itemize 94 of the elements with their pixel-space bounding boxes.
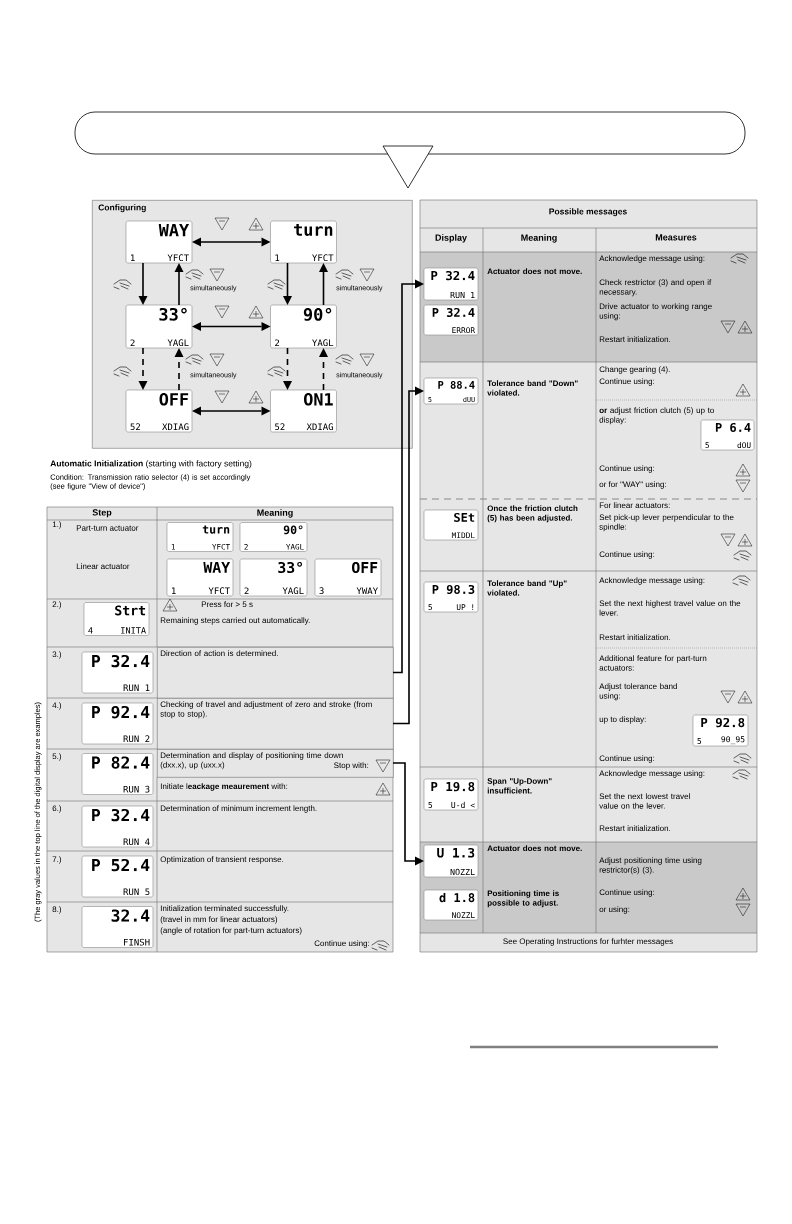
table-title: Possible messages (549, 208, 627, 217)
measure-text: or for "WAY" using: (599, 481, 666, 489)
arrow (174, 348, 184, 391)
lcd-display: WAY 1 YFCT (125, 220, 193, 264)
measure-text: Set the next highest travel value on the lever. (599, 600, 741, 616)
measure-text: Check restrictor (3) and open if necessary. (599, 279, 712, 297)
lcd-display: 32.4 FINSH (81, 906, 154, 948)
step-number: 4.) (52, 702, 62, 710)
measure-text: For linear actuators: (599, 502, 670, 509)
table-text: Remaining steps carried out automatically. (160, 617, 310, 625)
message-meaning: Actuator does not move. (487, 268, 582, 275)
measure-text: Acknowledge message using: (599, 255, 705, 263)
lcd-display: P 52.4 RUN 5 (81, 855, 154, 898)
lcd-display: 33° 2 YAGL (125, 304, 193, 349)
measure-text: Restart initialization. (599, 825, 671, 832)
arrow (392, 762, 424, 866)
lcd-display: P 32.4 RUN 1 (423, 267, 479, 301)
arrow (192, 237, 271, 247)
arrow (283, 262, 292, 305)
step-number: 2.) (52, 601, 62, 609)
lcd-display: P 19.8 5 U-d < (423, 778, 479, 811)
column-header: Measures (655, 234, 697, 241)
step-number: 5.) (52, 753, 62, 761)
lcd-display: ON1 52 XDIAG (270, 389, 337, 433)
measure-text: Set pick-up lever perpendicular to the spindle: (599, 514, 734, 532)
measure-text: Restart initialization. (599, 634, 671, 641)
table-text: Initialization terminated successfully. (160, 905, 289, 913)
measure-text: Drive actuator to working range using: (599, 303, 712, 321)
step-description: Checking of travel and adjustment of zero and stroke (from stop to stop). (157, 698, 394, 750)
message-meaning: Once the friction clutch (5) has been adjusted. (487, 505, 578, 523)
measure-text: Set the next lowest travel value on the lever. (599, 793, 690, 809)
lcd-display: turn 1 YFCT (270, 220, 337, 264)
column-header: Step (92, 509, 112, 518)
measure-text: Adjust positioning time using restrictor(s) (3). (599, 857, 702, 875)
arrow (138, 347, 148, 390)
arrow (319, 263, 328, 306)
arrow (392, 279, 424, 674)
measure-text: Additional feature for part-turn actuators: (599, 655, 707, 671)
message-meaning: Span "Up-Down" insufficient. (487, 778, 552, 794)
measure-text: Change gearing (4). (599, 366, 670, 374)
measure-text: Continue using: (599, 465, 655, 473)
step-number: 1.) (52, 521, 62, 529)
lcd-display: WAY 1 YFCT (166, 558, 234, 597)
lcd-display: Strt 4 INITA (83, 602, 150, 636)
table-text: Linear actuator (76, 563, 130, 570)
measure-text: Continue using: (599, 378, 655, 386)
step-number: 8.) (52, 906, 62, 914)
arrow (319, 348, 328, 391)
lcd-display: P 32.4 RUN 1 (81, 651, 154, 694)
message-meaning: Tolerance band "Down" violated. (487, 380, 578, 396)
table-text: Continue using: (314, 940, 370, 948)
arrow (192, 406, 271, 416)
measure-text: Restart initialization. (599, 336, 671, 343)
lcd-display: P 82.4 RUN 3 (81, 753, 154, 795)
step-description: Determination and display of positioning time down (dxx.x), up (uxx.x) Stop with: (157, 749, 394, 778)
measure-text: Continue using: (599, 755, 655, 763)
measure-text: Continue using: (599, 551, 655, 559)
lcd-display: P 32.4 RUN 4 (81, 805, 154, 848)
table-text: Part-turn actuator (76, 525, 139, 531)
arrow (192, 322, 271, 331)
step-description: Direction of action is determined. (157, 647, 394, 699)
column-header: Meaning (521, 234, 557, 243)
column-header: Meaning (257, 509, 293, 518)
measure-text: Acknowledge message using: (599, 577, 705, 585)
lcd-display: P 92.4 RUN 2 (81, 702, 154, 745)
arrow (174, 263, 184, 306)
table-text: Optimization of transient response. (160, 856, 284, 864)
step-number: 3.) (52, 651, 62, 659)
lcd-display: U 1.3 NOZZL (423, 844, 479, 878)
lcd-display: OFF 52 XDIAG (125, 389, 193, 433)
lcd-display: P 92.8 5 90_95 (692, 714, 749, 747)
section-heading: Automatic Initialization (starting with factory setting) (50, 460, 252, 469)
measure-text: Adjust tolerance band using: (599, 683, 677, 701)
lcd-display: 90° 2 YAGL (270, 304, 337, 349)
arrow (283, 347, 292, 390)
table-text: Determination of minimum increment length. (160, 805, 317, 813)
message-meaning: Actuator does not move. (487, 845, 582, 852)
table-text: Press for > 5 s (201, 601, 253, 608)
measure-text: Continue using: (599, 889, 655, 897)
lcd-display: OFF 3 YWAY (314, 558, 382, 597)
message-meaning: Tolerance band "Up" violated. (487, 580, 567, 596)
step-number: 6.) (52, 805, 62, 813)
message-meaning: Positioning time is possible to adjust. (487, 890, 559, 908)
table-text: Initiate leackage meaurement with: (160, 783, 288, 791)
arrow (138, 262, 148, 305)
lcd-display: 33° 2 YAGL (239, 558, 308, 597)
arrow (392, 386, 424, 725)
measure-text: or using: (599, 906, 630, 914)
step-number: 7.) (52, 856, 62, 864)
table-text: (travel in mm for linear actuators) (160, 916, 278, 924)
column-header: Display (435, 234, 467, 243)
table-footer: See Operating Instructions for furhter messages (503, 938, 673, 946)
measure-text: Acknowledge message using: (599, 770, 705, 778)
measure-text: up to display: (599, 716, 646, 724)
